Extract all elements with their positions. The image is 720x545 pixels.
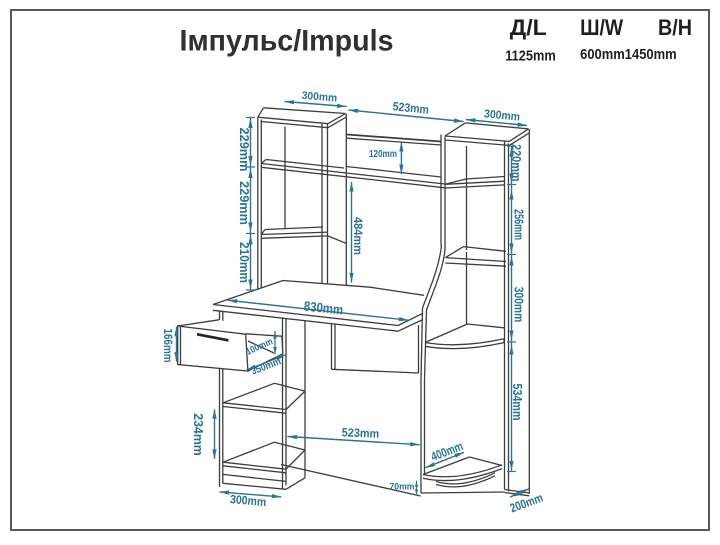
svg-text:210mm: 210mm [237, 242, 251, 283]
svg-text:300mm: 300mm [230, 492, 267, 509]
svg-text:229mm: 229mm [237, 128, 251, 172]
svg-text:229mm: 229mm [237, 181, 251, 225]
svg-text:600mm1450mm: 600mm1450mm [580, 47, 677, 63]
svg-text:300mm: 300mm [484, 108, 521, 123]
svg-text:Д/L: Д/L [510, 15, 547, 40]
svg-text:523mm: 523mm [341, 425, 379, 440]
svg-text:120mm: 120mm [369, 148, 397, 160]
svg-text:256mm: 256mm [511, 209, 525, 240]
svg-text:Ш/W: Ш/W [580, 15, 624, 40]
svg-text:220mm: 220mm [509, 144, 523, 181]
svg-text:1125mm: 1125mm [505, 49, 556, 65]
svg-text:523mm: 523mm [392, 99, 430, 117]
svg-text:534mm: 534mm [510, 384, 524, 421]
svg-text:70mm: 70mm [390, 482, 415, 493]
svg-text:Імпульс/Impuls: Імпульс/Impuls [180, 25, 394, 58]
svg-text:300mm: 300mm [511, 287, 525, 323]
svg-text:В/H: В/H [658, 15, 692, 40]
svg-text:484mm: 484mm [351, 217, 365, 255]
svg-text:234mm: 234mm [191, 413, 205, 456]
svg-text:166mm: 166mm [161, 329, 173, 363]
svg-text:830mm: 830mm [303, 298, 344, 317]
svg-text:300mm: 300mm [301, 90, 338, 105]
